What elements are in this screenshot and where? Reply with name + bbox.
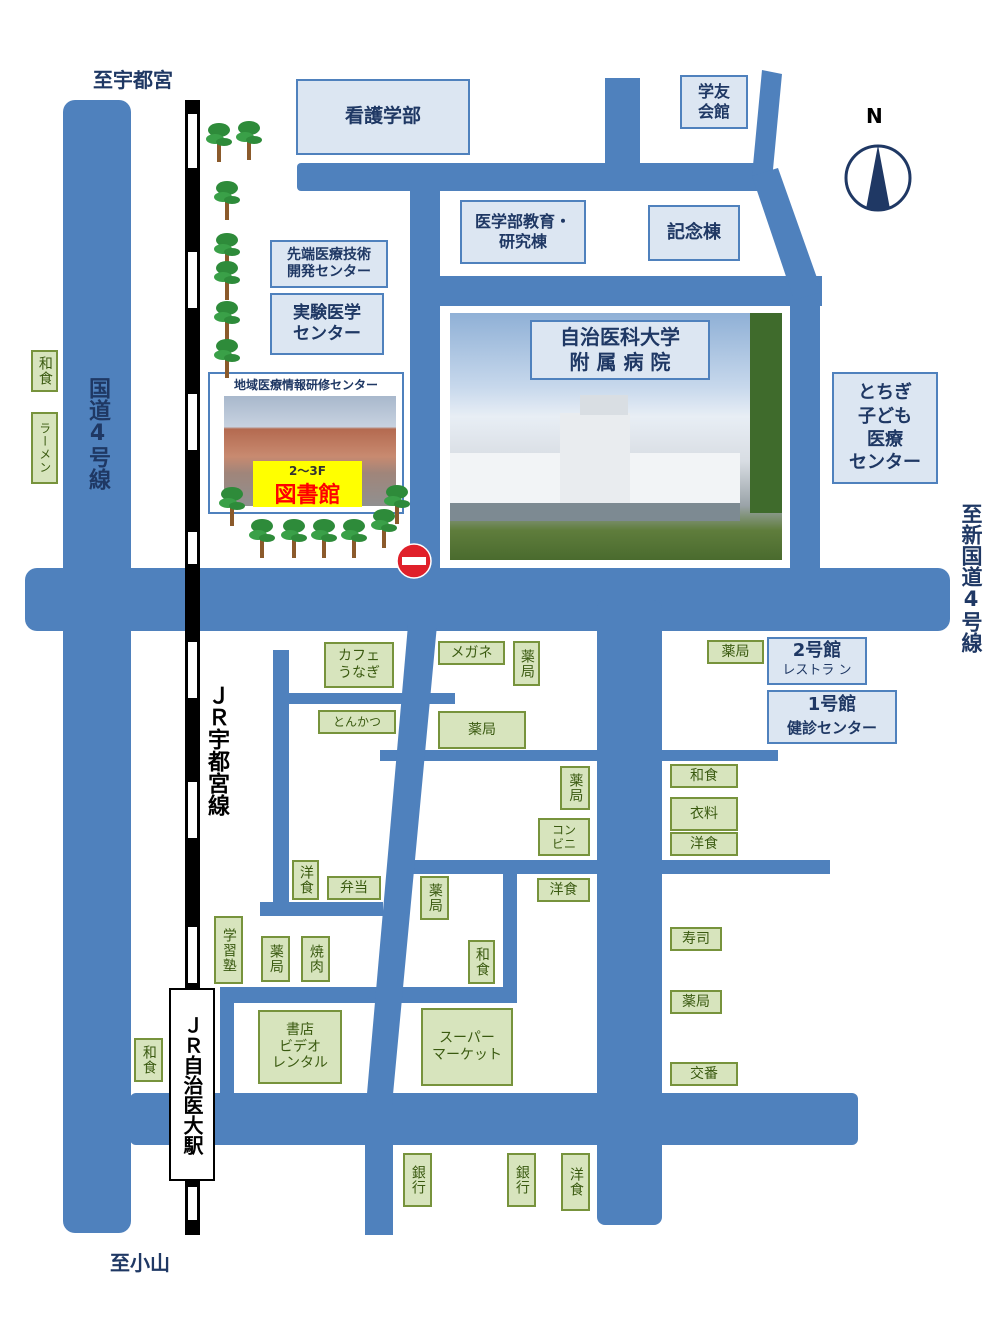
lane-7 [220,987,515,1003]
shop-ginko-1[interactable]: 銀行 [403,1153,432,1207]
bldg1[interactable]: 1号館 健診センター [767,690,897,744]
west-side-street [365,1100,393,1235]
shop-iryo[interactable]: 衣料 [670,797,738,831]
library-label: 図書館 [274,483,341,508]
shop-washoku-west[interactable]: 和食 [31,350,58,392]
tree-icon [341,519,367,558]
route4-road [63,100,131,1233]
tree-icon [384,485,410,524]
shop-yakkyoku-1[interactable]: 薬局 [513,641,540,686]
shop-washoku-1[interactable]: 和食 [670,764,738,788]
shop-yoshoku-2[interactable]: 洋食 [292,860,319,900]
jr-station[interactable]: ＪＲ自治医大駅 [169,988,215,1181]
shop-yoshoku-1[interactable]: 洋食 [670,832,738,856]
kinen-building[interactable]: 記念棟 [648,205,740,261]
campus-center-road [605,78,640,188]
tree-icon [219,487,245,526]
to-utsunomiya-label: 至宇都宮 [93,68,173,92]
shop-yakkyoku-6[interactable]: 薬局 [261,936,290,982]
shop-yakkyoku-2[interactable]: 薬局 [707,640,764,664]
tree-icon [206,123,232,162]
jr-line-label: ＪＲ宇都宮線 [204,684,229,816]
tree-icon [371,509,397,548]
tree-icon [214,301,240,340]
bldg2[interactable]: 2号館 レストラ ン [767,637,867,685]
shop-cafe[interactable]: カフェ うなぎ [324,642,394,688]
shop-gakushu[interactable]: 学習塾 [214,916,243,984]
tree-icon [236,121,262,160]
campus-west-road [410,163,440,593]
railway-tie [188,1187,197,1220]
route4-label: 国道4号線 [85,377,110,490]
shop-yakkyoku-4[interactable]: 薬局 [560,766,590,810]
shop-super[interactable]: スーパー マーケット [421,1008,513,1086]
bldg1-label: 1号館 [807,694,857,715]
tree-icon [214,261,240,300]
bldg1-sub: 健診センター [786,719,877,737]
compass-icon [844,144,912,212]
lane-2 [287,693,455,704]
shop-yakkyoku-7[interactable]: 薬局 [670,990,722,1014]
lane-5 [260,902,383,916]
lane-1 [273,650,289,912]
shop-sushi[interactable]: 寿司 [670,927,722,951]
hospital-building-icon [450,313,782,521]
lane-6 [503,860,517,1003]
railway-tie [188,782,197,838]
to-new-route4-label: 至新国道4号線 [959,503,983,653]
bldg2-sub: レストラ ン [782,663,852,678]
tree-icon [281,519,307,558]
shop-ramen[interactable]: ラーメン [31,412,58,484]
shop-yakkyoku-5[interactable]: 薬局 [420,876,449,920]
railway-tie [188,532,197,564]
railway-tie [188,642,197,698]
compass-north-label: N [866,104,883,128]
sentan-center[interactable]: 先端医療技術 開発センター [270,240,388,288]
tochigi-children-center[interactable]: とちぎ 子ども 医療 センター [832,372,938,484]
bldg2-label: 2号館 [792,640,842,661]
nursing-building[interactable]: 看護学部 [296,79,470,155]
tree-icon [214,339,240,378]
campus-north-road [297,163,765,191]
tree-icon [311,519,337,558]
shop-yakiniku[interactable]: 焼肉 [301,936,330,982]
shop-washoku-2[interactable]: 和食 [468,940,495,984]
campus-mid-road [410,276,822,306]
lane-3 [380,750,778,761]
station-label: ＪＲ自治医大駅 [180,1014,204,1155]
railway-tie [188,394,197,450]
railway-tie [188,927,197,983]
med-education-building[interactable]: 医学部教育・ 研究棟 [460,200,586,264]
shop-washoku-3[interactable]: 和食 [134,1038,163,1082]
shop-conv[interactable]: コン ビニ [538,818,590,856]
gakuyu-building[interactable]: 学友 会館 [680,75,748,129]
chiiki-center-label: 地域医療情報研修センター [233,378,378,392]
shop-tonkatsu[interactable]: とんかつ [318,710,396,734]
shop-megane[interactable]: メガネ [438,641,505,665]
shop-koban[interactable]: 交番 [670,1062,738,1086]
east-side-street [597,600,662,1225]
to-oyama-label: 至小山 [110,1251,170,1275]
library-floor: 2～3F [289,464,326,478]
shop-ginko-2[interactable]: 銀行 [507,1153,536,1207]
shop-bento[interactable]: 弁当 [327,876,381,900]
south-east-west-road [130,1093,858,1145]
shop-yoshoku-4[interactable]: 洋食 [561,1153,590,1211]
tree-icon [249,519,275,558]
no-entry-icon [396,543,432,579]
shop-shoten[interactable]: 書店 ビデオ レンタル [258,1010,342,1084]
railway-tie [188,114,197,168]
campus-east-road [790,285,820,585]
library-box[interactable] [253,461,362,507]
railway-tie [188,252,197,308]
hospital-label: 自治医科大学 附 属 病 院 [530,320,710,380]
shop-yoshoku-3[interactable]: 洋食 [537,878,590,902]
shop-yakkyoku-3[interactable]: 薬局 [438,711,526,749]
lane-8 [220,987,234,1102]
tree-icon [214,181,240,220]
jikken-center[interactable]: 実験医学 センター [270,293,384,355]
